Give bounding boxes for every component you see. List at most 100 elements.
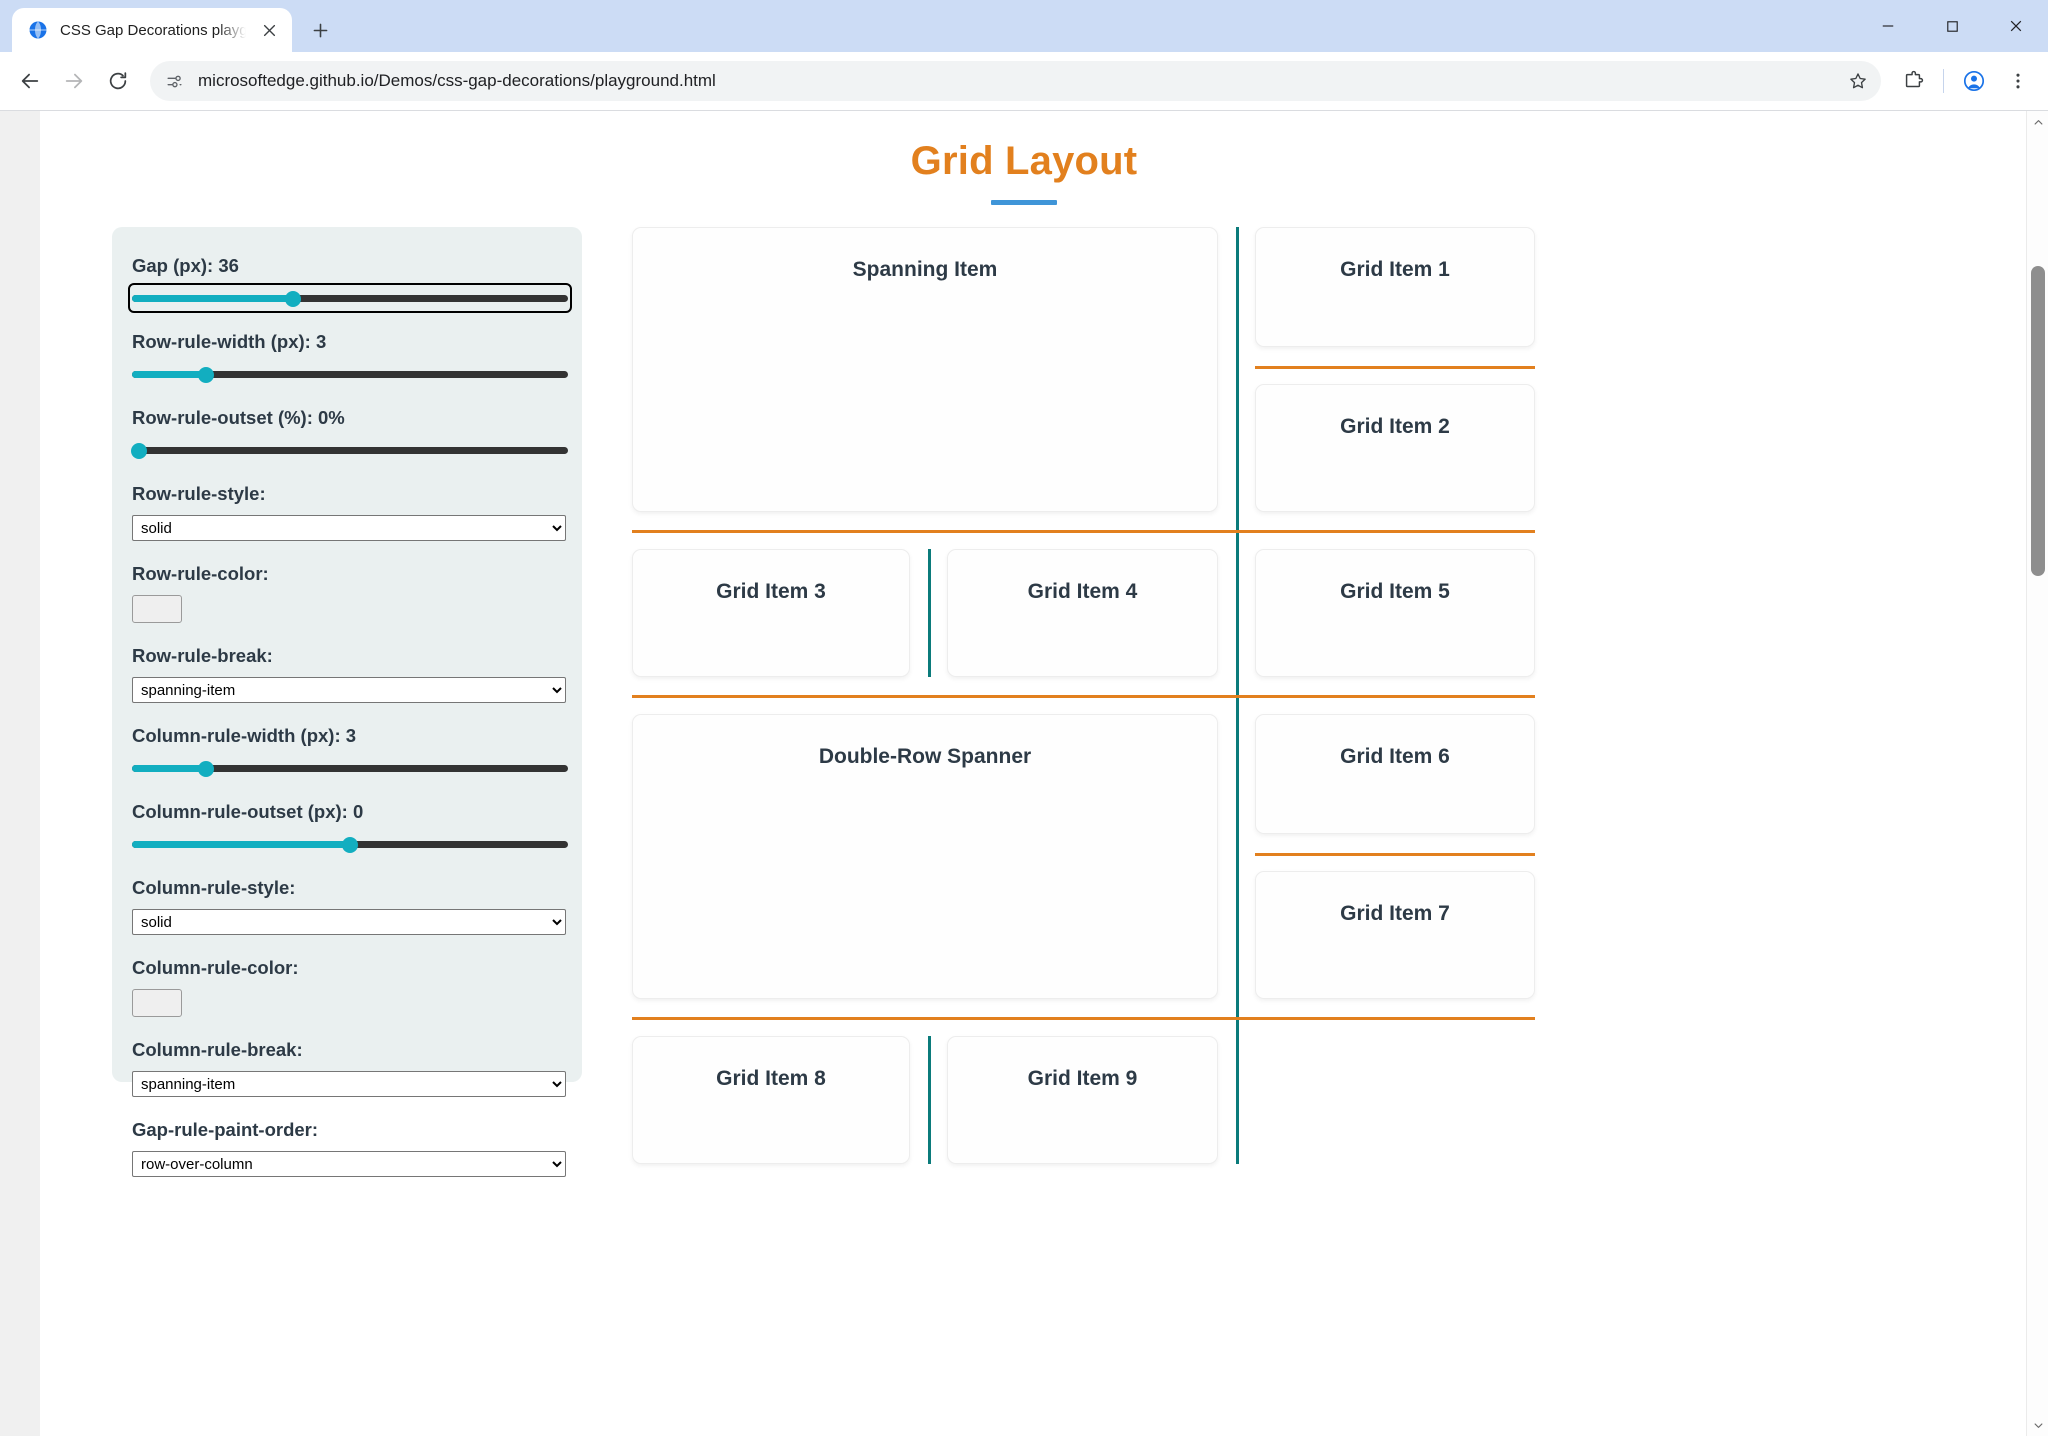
grid-item: Grid Item 3: [632, 549, 910, 677]
slider-fill: [132, 765, 207, 772]
grid-item-label: Grid Item 7: [1340, 902, 1450, 925]
row-rule: [632, 695, 1535, 698]
grid-item: Grid Item 8: [632, 1036, 910, 1164]
controls-panel: Gap (px): 36 Row-rule-width (px): 3: [112, 227, 582, 1177]
column-rule-outset-slider[interactable]: [132, 833, 568, 855]
gap-slider[interactable]: [128, 283, 572, 313]
row-rule-color-picker[interactable]: [132, 595, 182, 623]
grid-item-label: Grid Item 5: [1340, 580, 1450, 603]
grid-item-label: Grid Item 8: [716, 1067, 826, 1090]
site-settings-icon[interactable]: [160, 67, 188, 95]
grid-item-label: Grid Item 9: [1027, 1067, 1138, 1090]
title-underline: [991, 200, 1057, 205]
column-rule: [1236, 227, 1239, 530]
globe-icon: [28, 20, 48, 40]
extensions-puzzle-icon[interactable]: [1893, 61, 1933, 101]
grid-item: Grid Item 2: [1255, 384, 1535, 512]
column-rule: [928, 549, 931, 677]
control-label-row-rule-width: Row-rule-width (px): 3: [132, 331, 327, 352]
control-label-row-rule-color: Row-rule-color:: [132, 563, 269, 584]
row-rule-break-select[interactable]: spanning-item: [132, 677, 566, 703]
control-label-gap-rule-paint-order: Gap-rule-paint-order:: [132, 1119, 319, 1140]
gap-rule-paint-order-select[interactable]: row-over-column: [132, 1151, 566, 1177]
window-close-icon[interactable]: [1984, 0, 2048, 52]
column-rule: [1236, 695, 1239, 1017]
grid-item: Grid Item 6: [1255, 714, 1535, 834]
row-rule: [1255, 853, 1535, 856]
three-dot-menu-icon[interactable]: [1998, 61, 2038, 101]
address-bar-url: microsoftedge.github.io/Demos/css-gap-de…: [198, 71, 716, 90]
grid-item-label: Grid Item 4: [1027, 580, 1138, 603]
grid-item: Grid Item 4: [947, 549, 1218, 677]
forward-arrow-icon[interactable]: [54, 61, 94, 101]
control-column-rule-style: Column-rule-style: solid: [132, 877, 566, 935]
slider-thumb[interactable]: [198, 761, 215, 777]
slider-thumb[interactable]: [285, 291, 302, 307]
row-rule-outset-slider[interactable]: [130, 439, 568, 461]
page-title: Grid Layout: [910, 139, 1138, 183]
slider-thumb[interactable]: [342, 837, 358, 853]
grid-item: Double-Row Spanner: [632, 714, 1218, 999]
row-rule-style-select[interactable]: solid: [132, 515, 566, 541]
column-rule-color-picker[interactable]: [132, 989, 182, 1017]
control-row-rule-break: Row-rule-break: spanning-item: [132, 645, 566, 703]
page-scrollbar[interactable]: [2026, 111, 2048, 1436]
scroll-up-arrow-icon[interactable]: [2027, 111, 2048, 133]
web-page: Grid Layout Gap (px): 36: [0, 111, 2026, 1436]
slider-thumb[interactable]: [198, 367, 215, 383]
reload-icon[interactable]: [98, 61, 138, 101]
window-controls: [1856, 0, 2048, 52]
column-rule: [1236, 1017, 1239, 1164]
slider-fill: [132, 295, 294, 302]
row-rule-width-slider[interactable]: [132, 363, 568, 385]
grid-item-label: Grid Item 3: [716, 580, 826, 603]
grid-item-label: Grid Item 6: [1340, 745, 1450, 768]
slider-track: [132, 371, 568, 378]
back-arrow-icon[interactable]: [10, 61, 50, 101]
slider-thumb[interactable]: [130, 443, 147, 459]
grid-item-label: Double-Row Spanner: [818, 745, 1032, 768]
scroll-down-arrow-icon[interactable]: [2027, 1414, 2048, 1436]
close-icon[interactable]: [258, 19, 280, 41]
control-label-column-rule-width: Column-rule-width (px): 3: [132, 725, 357, 746]
column-rule-style-select[interactable]: solid: [132, 909, 566, 935]
control-label-row-rule-outset: Row-rule-outset (%): 0%: [132, 407, 345, 428]
maximize-icon[interactable]: [1920, 0, 1984, 52]
grid-item: Grid Item 7: [1255, 871, 1535, 999]
star-icon[interactable]: [1841, 64, 1875, 98]
grid-item-label: Grid Item 2: [1340, 415, 1450, 438]
column-rule-width-slider[interactable]: [132, 757, 568, 779]
grid-item: Grid Item 1: [1255, 227, 1535, 347]
control-gap: Gap (px): 36: [128, 255, 572, 313]
control-label-column-rule-color: Column-rule-color:: [132, 957, 299, 978]
scrollbar-thumb[interactable]: [2031, 266, 2045, 576]
row-rule: [632, 530, 1535, 533]
slider-fill: [132, 841, 350, 848]
minimize-icon[interactable]: [1856, 0, 1920, 52]
grid-item-label: Spanning Item: [852, 258, 998, 281]
slider-fill: [132, 371, 207, 378]
tab-strip: CSS Gap Decorations playground: [0, 0, 2048, 52]
address-bar[interactable]: microsoftedge.github.io/Demos/css-gap-de…: [150, 61, 1881, 101]
control-label-column-rule-style: Column-rule-style:: [132, 877, 296, 898]
control-column-rule-color: Column-rule-color:: [132, 957, 560, 1017]
plus-icon[interactable]: [302, 12, 338, 48]
slider-track: [132, 295, 568, 302]
page-viewport: Grid Layout Gap (px): 36: [0, 110, 2048, 1436]
grid-item: Grid Item 5: [1255, 549, 1535, 677]
control-column-rule-break: Column-rule-break: spanning-item: [132, 1039, 566, 1097]
control-row-rule-color: Row-rule-color:: [132, 563, 560, 623]
tab-title: CSS Gap Decorations playground: [60, 21, 246, 39]
profile-avatar-icon[interactable]: [1954, 61, 1994, 101]
column-rule: [928, 1036, 931, 1164]
control-label-column-rule-break: Column-rule-break:: [132, 1039, 303, 1060]
slider-track: [132, 447, 568, 454]
control-gap-rule-paint-order: Gap-rule-paint-order: row-over-column: [132, 1119, 566, 1177]
browser-tab[interactable]: CSS Gap Decorations playground: [12, 8, 292, 52]
slider-track: [132, 765, 568, 772]
column-rule-break-select[interactable]: spanning-item: [132, 1071, 566, 1097]
toolbar-divider: [1943, 69, 1944, 93]
grid-demo-area: Spanning Item Grid Item 1 Grid Item 2 Grid …: [632, 227, 1956, 1164]
control-label-row-rule-style: Row-rule-style:: [132, 483, 266, 504]
